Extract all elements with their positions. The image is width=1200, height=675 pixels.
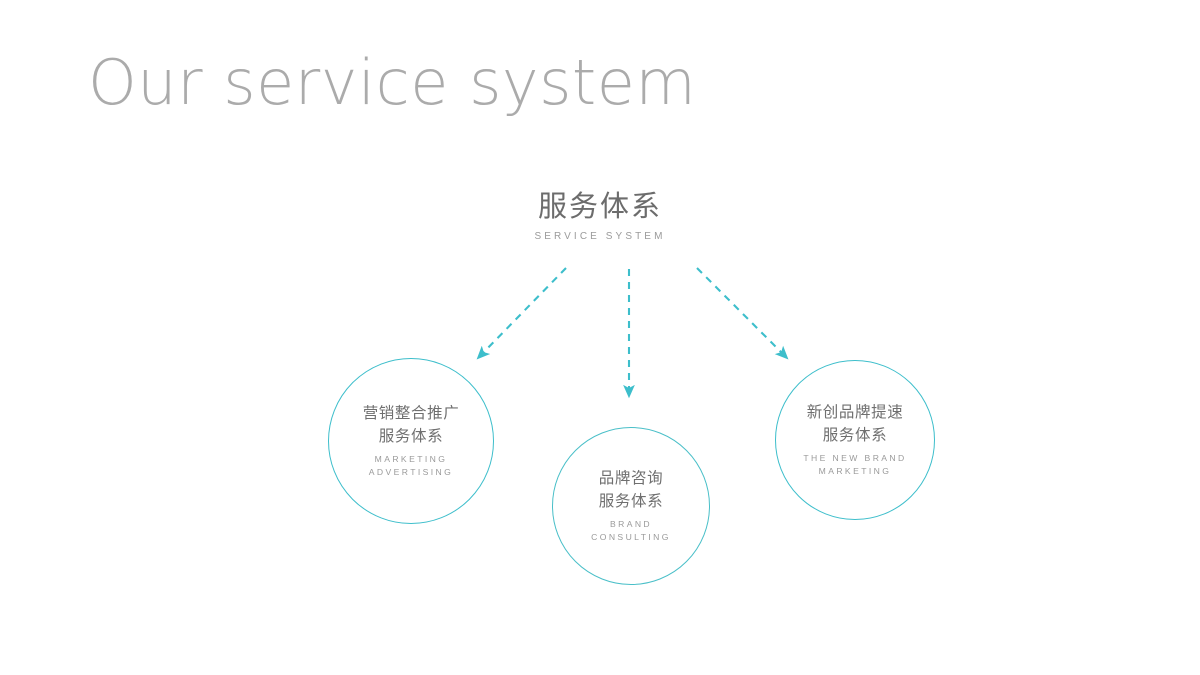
node-right-cn-line1: 新创品牌提速 xyxy=(806,403,904,422)
node-mid-en-line1: BRAND xyxy=(609,519,653,530)
node-mid-cn-line2: 服务体系 xyxy=(598,491,664,510)
node-right-en-block: THE NEW BRAND MARKETING xyxy=(803,452,906,479)
node-left-en-line1: MARKETING xyxy=(374,454,448,465)
arrow-to-left-node xyxy=(476,267,567,360)
node-mid-cn-line1: 品牌咨询 xyxy=(598,469,664,488)
arrow-to-right-node xyxy=(696,267,789,360)
node-brand-consulting[interactable]: 品牌咨询 服务体系 BRAND CONSULTING xyxy=(552,427,710,585)
node-new-brand-marketing[interactable]: 新创品牌提速 服务体系 THE NEW BRAND MARKETING xyxy=(775,360,935,520)
node-right-cn-line2: 服务体系 xyxy=(822,425,888,444)
node-right-en-line2: MARKETING xyxy=(818,466,892,477)
node-left-cn-line1: 营销整合推广 xyxy=(362,404,460,423)
node-left-cn-line2: 服务体系 xyxy=(378,426,444,445)
node-right-en-line1: THE NEW BRAND xyxy=(803,453,907,464)
node-mid-en-line2: CONSULTING xyxy=(591,532,671,543)
node-left-en-block: MARKETING ADVERTISING xyxy=(369,453,454,480)
node-marketing-advertising[interactable]: 营销整合推广 服务体系 MARKETING ADVERTISING xyxy=(328,358,494,524)
node-mid-en-block: BRAND CONSULTING xyxy=(591,518,671,545)
page-title: Our service system xyxy=(88,46,697,119)
node-left-en-line2: ADVERTISING xyxy=(368,467,454,478)
